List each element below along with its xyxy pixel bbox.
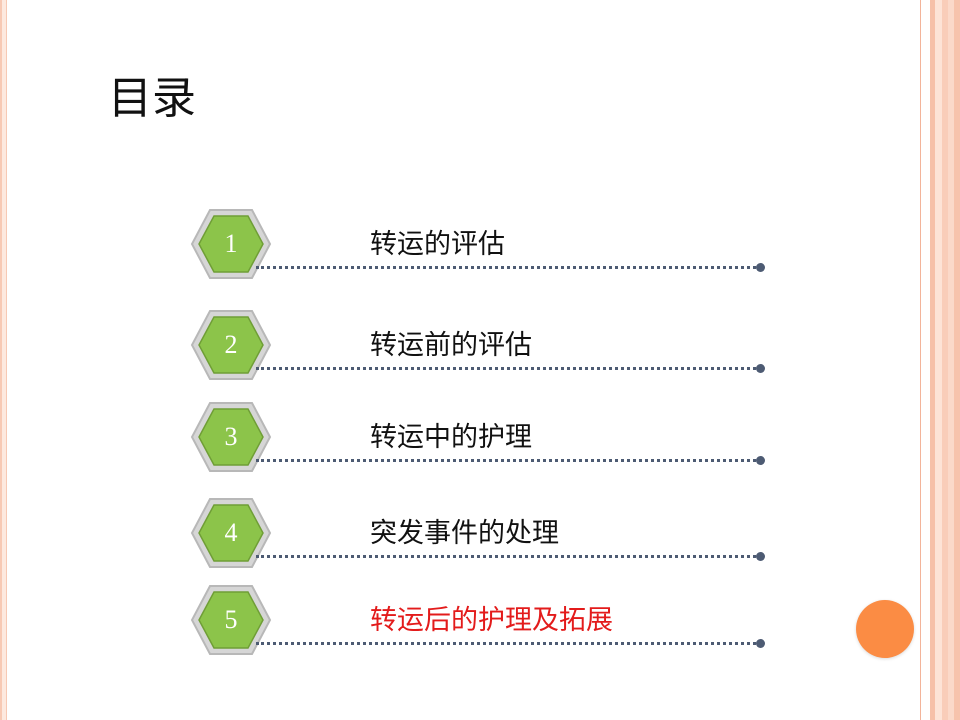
orange-circle-decoration	[856, 600, 914, 658]
toc-item-4[interactable]: 4 突发事件的处理	[190, 497, 770, 577]
toc-item-5[interactable]: 5 转运后的护理及拓展	[190, 584, 770, 664]
dotted-divider	[256, 555, 762, 558]
dotted-divider	[256, 459, 762, 462]
slide-title: 目录	[108, 73, 196, 124]
toc-number: 5	[224, 605, 238, 634]
toc-label: 突发事件的处理	[370, 518, 559, 549]
divider-end-dot	[756, 364, 765, 373]
toc-label: 转运前的评估	[370, 330, 532, 361]
toc-number: 2	[224, 330, 238, 359]
divider-end-dot	[756, 552, 765, 561]
hexagon-icon: 2	[190, 309, 272, 381]
toc-number: 3	[224, 422, 238, 451]
toc-item-2[interactable]: 2 转运前的评估	[190, 309, 770, 389]
toc-label-highlighted: 转运后的护理及拓展	[370, 605, 613, 636]
hexagon-icon: 3	[190, 401, 272, 473]
slide-frame-left	[0, 0, 10, 720]
divider-end-dot	[756, 456, 765, 465]
divider-end-dot	[756, 263, 765, 272]
toc-label: 转运中的护理	[370, 422, 532, 453]
toc-label: 转运的评估	[370, 229, 505, 260]
toc-number: 4	[224, 518, 238, 547]
dotted-divider	[256, 642, 762, 645]
toc-item-1[interactable]: 1 转运的评估	[190, 208, 770, 288]
dotted-divider	[256, 266, 762, 269]
hexagon-icon: 5	[190, 584, 272, 656]
toc-item-3[interactable]: 3 转运中的护理	[190, 401, 770, 481]
toc-number: 1	[224, 229, 238, 258]
hexagon-icon: 1	[190, 208, 272, 280]
slide-frame-right	[918, 0, 960, 720]
divider-end-dot	[756, 639, 765, 648]
dotted-divider	[256, 367, 762, 370]
hexagon-icon: 4	[190, 497, 272, 569]
